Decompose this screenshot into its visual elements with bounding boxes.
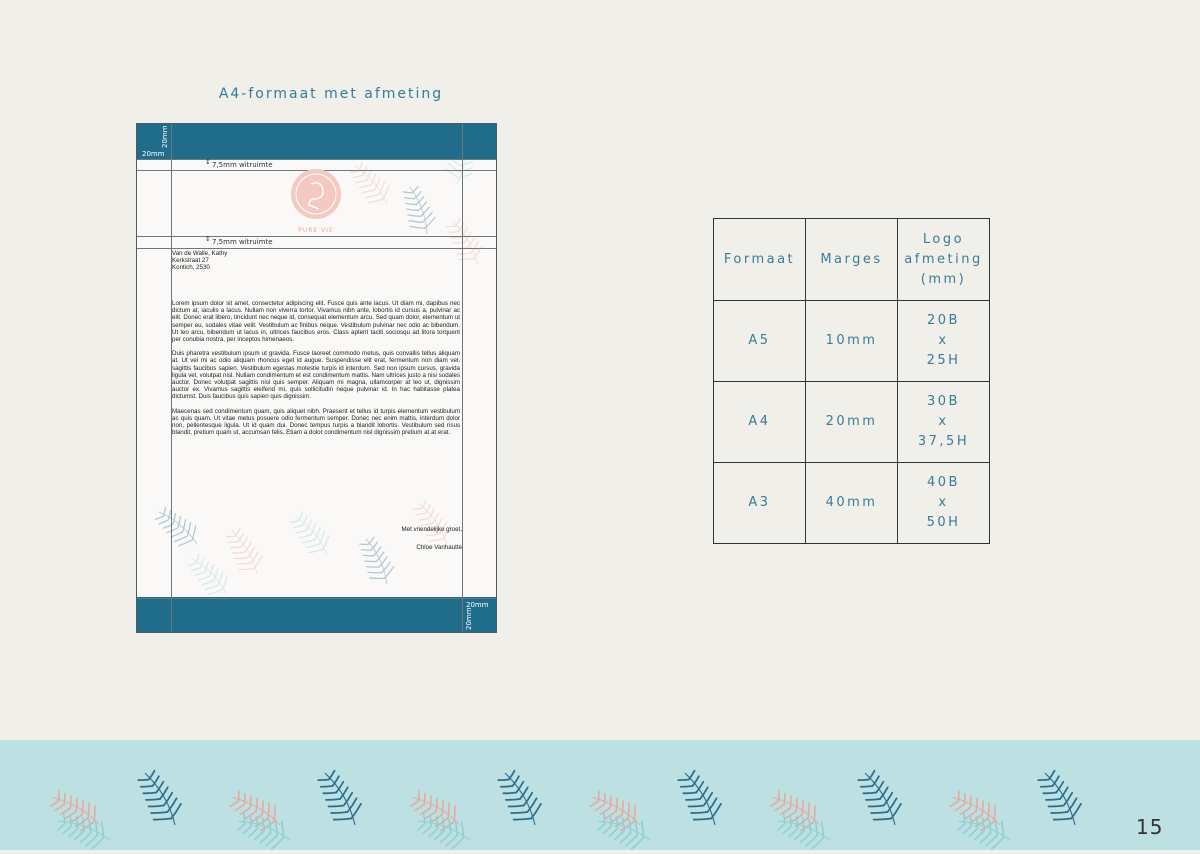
letter-closing: Met vriendelijke groet, (401, 526, 462, 533)
header-logo-afmeting: Logo afmeting (mm) (897, 218, 990, 301)
header-marges: Marges (805, 218, 898, 301)
letter-signature: Chloe Vanhautte (416, 544, 462, 551)
fern-teal-icon (776, 813, 831, 850)
body-paragraph: Duis pharetra vestibulum ipsum ut gravid… (172, 350, 460, 401)
letterhead-mockup: 20mm 20mm 20mm 20mm ↕ 7,5mm witruimte ↕ … (136, 123, 497, 633)
fern-blue-icon (497, 769, 542, 826)
fern-watermark-icon (225, 528, 263, 575)
logo-figure-icon (295, 173, 337, 215)
fern-teal-icon (236, 813, 291, 850)
fern-blue-icon (137, 769, 182, 826)
cell-marges: 20mm (805, 381, 898, 463)
whitespace-arrow-icon: ↕ (205, 235, 211, 243)
address-line: Van de Walle, Kathy (172, 250, 228, 257)
fern-watermark-icon (412, 499, 452, 545)
cell-logo: 30B x 37,5H (897, 381, 990, 463)
whitespace-label-bottom: 7,5mm witruimte (212, 238, 273, 246)
bottom-side-mm-label: 20mm (465, 607, 473, 630)
format-spec-table: Formaat Marges Logo afmeting (mm) A5 10m… (713, 218, 990, 544)
bottom-margin-guide (137, 598, 496, 599)
fern-teal-icon (956, 813, 1011, 850)
top-margin-band (137, 124, 496, 159)
right-margin-guide (462, 124, 463, 632)
fern-pink-icon (589, 790, 641, 832)
body-paragraph: Maecenas sed condimentum quam, quis aliq… (172, 407, 460, 437)
top-margin-mm-label: 20mm (142, 150, 165, 158)
letter-body: Lorem ipsum dolor sit amet, consectetur … (172, 300, 460, 436)
fern-blue-icon (677, 769, 722, 826)
whitespace-label-top: 7,5mm witruimte (212, 161, 273, 169)
fern-watermark-icon (402, 185, 436, 235)
bottom-margin-band (137, 597, 496, 632)
cell-logo: 20B x 25H (897, 300, 990, 382)
address-line: Kontich, 2530 (172, 264, 210, 272)
bottom-margin-mm-label: 20mm (466, 601, 489, 609)
table-row: A5 10mm 20B x 25H (713, 300, 990, 382)
fern-blue-icon (857, 769, 902, 826)
top-side-mm-label: 20mm (161, 125, 169, 148)
cell-logo: 40B x 50H (897, 462, 990, 544)
body-paragraph: Lorem ipsum dolor sit amet, consectetur … (172, 300, 460, 344)
letter-address: Van de Walle, Kathy Kerkstraat 27 Kontic… (172, 250, 460, 272)
fern-watermark-icon (154, 506, 198, 547)
logo-wordmark: PURE VIE (298, 227, 334, 234)
fern-pink-icon (949, 790, 1001, 832)
cell-marges: 40mm (805, 462, 898, 544)
whitespace-guide-mid (137, 236, 496, 237)
fern-watermark-icon (359, 536, 395, 585)
cell-formaat: A5 (713, 300, 806, 382)
fern-pink-icon (409, 790, 461, 832)
fern-watermark-icon (289, 511, 330, 555)
logo-mark (291, 169, 341, 219)
whitespace-arrow-icon: ↕ (205, 158, 211, 166)
fern-border-icon (49, 769, 1082, 850)
fern-blue-icon (1037, 769, 1082, 826)
page-title: A4-formaat met afmeting (218, 86, 444, 102)
fern-teal-icon (416, 813, 471, 850)
cell-formaat: A3 (713, 462, 806, 544)
table-row: A4 20mm 30B x 37,5H (713, 381, 990, 463)
footer-band (0, 740, 1200, 850)
table-row: A3 40mm 40B x 50H (713, 462, 990, 544)
fern-pink-icon (49, 790, 101, 832)
whitespace-guide-bottom (137, 248, 496, 249)
fern-teal-icon (596, 813, 651, 850)
fern-watermark-icon (349, 161, 390, 205)
fern-pink-icon (229, 790, 281, 832)
address-line: Kerkstraat 27 (172, 257, 209, 265)
fern-blue-icon (317, 769, 362, 826)
page-number: 15 (1136, 815, 1164, 839)
top-margin-guide (137, 159, 496, 160)
table-header-row: Formaat Marges Logo afmeting (mm) (713, 218, 990, 301)
left-margin-guide (171, 124, 172, 632)
fern-teal-icon (56, 813, 111, 850)
fern-watermark-icon (187, 554, 228, 595)
fern-pink-icon (769, 790, 821, 832)
header-formaat: Formaat (713, 218, 806, 301)
cell-formaat: A4 (713, 381, 806, 463)
cell-marges: 10mm (805, 300, 898, 382)
